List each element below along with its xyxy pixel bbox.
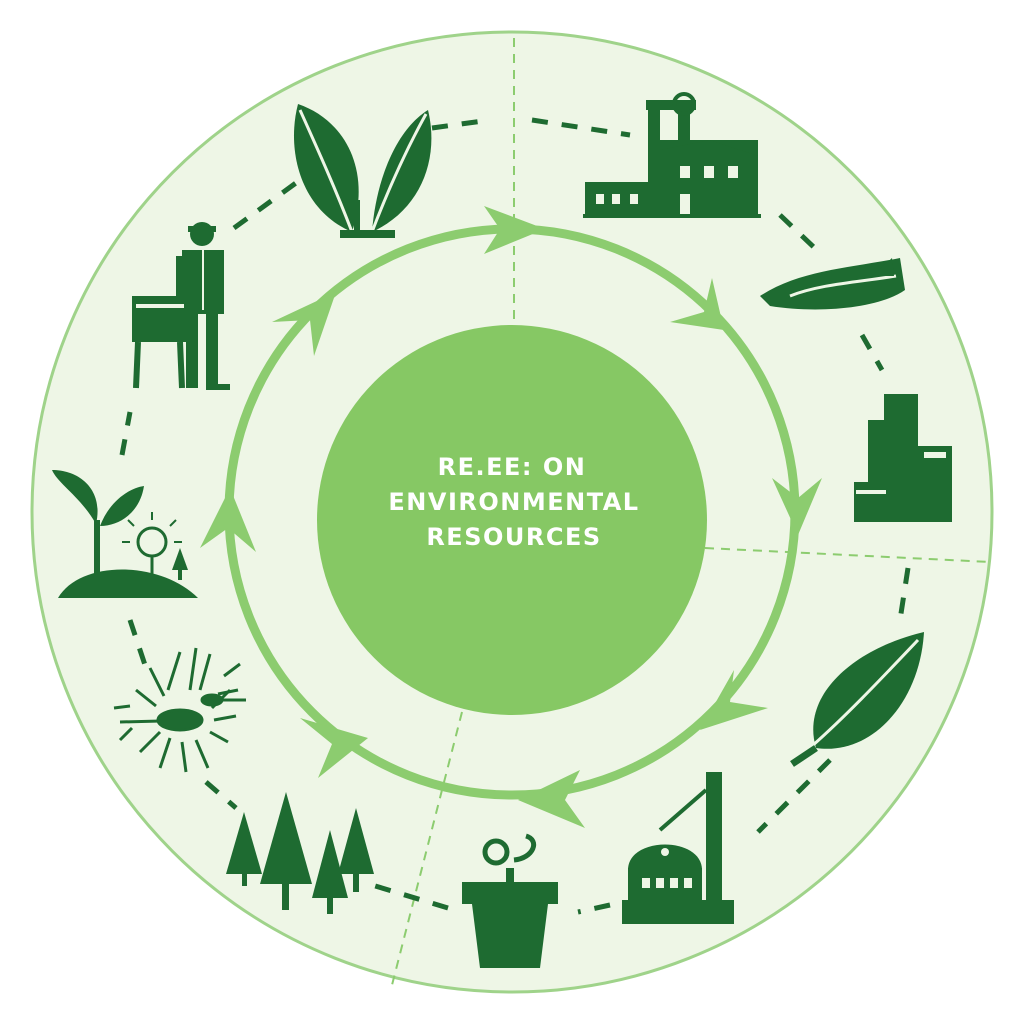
cycle-arrow-right — [772, 478, 822, 535]
dashed-connectors — [119, 117, 911, 915]
refinery-icon — [622, 772, 734, 924]
center-disc — [317, 325, 707, 715]
industrial-plant-icon — [854, 394, 952, 522]
center-title-line-3: RESOURCES — [426, 523, 601, 551]
factory-icon — [583, 92, 761, 218]
forest-icon — [226, 792, 374, 914]
cycle-arrow-upper-right — [670, 278, 724, 330]
farmer-icon — [132, 222, 230, 390]
center-title-line-2: ENVIRONMENTAL — [388, 488, 639, 516]
cycle-arrow-top — [484, 206, 545, 254]
cycle-arrow-lower-right — [700, 670, 768, 730]
cycle-arrow-bottom — [518, 770, 585, 828]
cycle-arrow-left — [200, 488, 256, 552]
center-title-line-1: RE.EE: ON — [438, 453, 587, 481]
cycle-arrow-lower-left — [300, 718, 368, 778]
plant-pot-icon — [462, 833, 558, 968]
leaf-icon — [790, 632, 924, 767]
leaves-icon — [293, 104, 432, 238]
boat-icon — [760, 258, 905, 310]
cycle-arrows — [200, 206, 822, 828]
sprout-sun-icon — [52, 470, 198, 598]
cycle-arrow-upper-left — [272, 292, 336, 356]
insect-burst-icon — [113, 647, 246, 773]
